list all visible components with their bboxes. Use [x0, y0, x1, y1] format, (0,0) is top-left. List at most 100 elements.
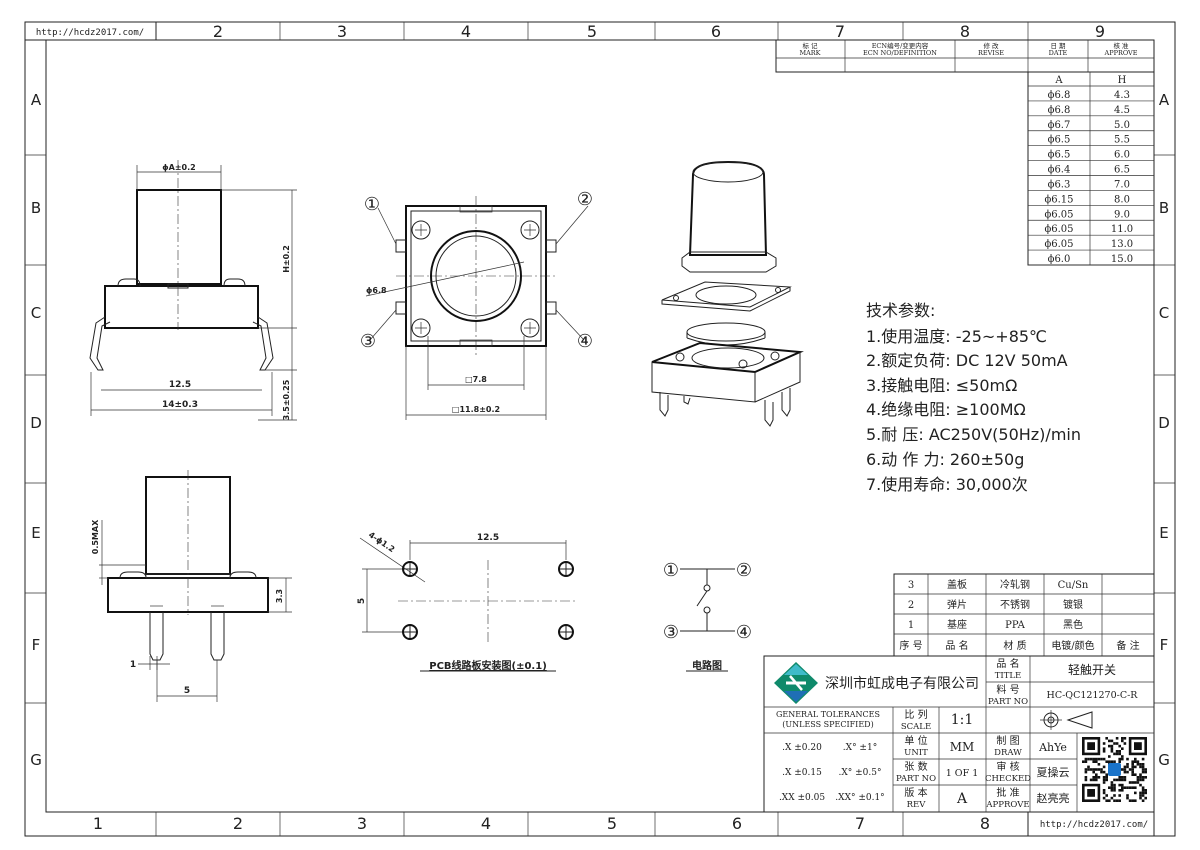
pcb-dim-12-5: 12.5: [477, 533, 499, 543]
dim-5: 5: [184, 686, 190, 696]
pin-1-label-circuit: ①: [663, 560, 679, 581]
bom-h-remark: 备 注: [1116, 639, 1139, 652]
row-D-right: D: [1158, 414, 1170, 432]
bom-table: 3 盖板 冷轧钢 Cu/Sn 2 弹片 不锈钢 镀银 1 基座 PPA 黑色 序…: [893, 573, 1155, 657]
bom-h-finish: 电镀/颜色: [1051, 639, 1094, 652]
pin-3-label-circuit: ③: [663, 622, 679, 643]
sheet-frame: http://hcdz2017.com/ http://hcdz2017.com…: [24, 21, 1176, 837]
tol-xx-linear: .XX ±0.05: [779, 793, 825, 803]
title-value: 轻触开关: [1068, 663, 1116, 677]
col-3-bottom: 3: [357, 814, 367, 833]
check-label-en: CHECKED: [985, 774, 1031, 784]
dim-phi-6-8: ϕ6.8: [366, 286, 387, 295]
col-2-bottom: 2: [233, 814, 243, 833]
general-tolerance-2: (UNLESS SPECIFIED): [782, 720, 873, 729]
dim-12-5-side: 12.5: [169, 380, 191, 390]
col-5-bottom: 5: [607, 814, 617, 833]
height-table-cell-A: ϕ6.05: [1044, 239, 1073, 250]
draw-label-cn: 制 图: [996, 734, 1019, 747]
row-B-right: B: [1159, 199, 1169, 217]
spec-5: 5.耐 压: AC250V(50Hz)/min: [866, 425, 1081, 444]
rev-mark-cn: 标 记: [802, 41, 818, 50]
dim-sq-7-8: □7.8: [465, 375, 487, 384]
approve-value: 赵亮亮: [1037, 791, 1070, 805]
rev-label-en: REV: [907, 800, 927, 810]
col-6-bottom: 6: [732, 814, 742, 833]
bom-r2-no: 2: [908, 600, 914, 611]
pin-1-label-top: ①: [364, 194, 380, 215]
scale-label-cn: 比 列: [904, 708, 927, 721]
bom-r3-name: 基座: [947, 618, 967, 631]
height-table-cell-H: 13.0: [1111, 239, 1133, 250]
check-label-cn: 审 核: [996, 760, 1019, 773]
height-table-cell-H: 6.5: [1114, 165, 1130, 176]
pin-2-label-top: ②: [577, 189, 593, 210]
tech-specs: 技术参数: 1.使用温度: -25~+85℃ 2.额定负荷: DC 12V 50…: [866, 301, 1081, 494]
specs-title: 技术参数:: [866, 301, 935, 320]
height-table-header-H: H: [1118, 75, 1127, 86]
row-F-right: F: [1160, 636, 1169, 654]
col-8-top: 8: [960, 22, 970, 41]
tol-x-angle: .X° ±1°: [843, 743, 877, 753]
height-table-cell-A: ϕ6.05: [1044, 224, 1073, 235]
height-table-cell-A: ϕ6.15: [1044, 194, 1073, 205]
rev-date-cn: 日 期: [1050, 42, 1066, 50]
tol-x-linear: .X ±0.20: [782, 743, 822, 753]
height-table-cell-H: 8.0: [1114, 194, 1130, 205]
height-table-cell-A: ϕ6.05: [1044, 209, 1073, 220]
pcb-hole-note: 4-ϕ1.2: [367, 530, 396, 554]
row-A-left: A: [31, 91, 42, 109]
company-logo: [774, 662, 818, 704]
tol-x-linear-2: .X ±0.15: [782, 768, 822, 778]
website-top: http://hcdz2017.com/: [36, 28, 144, 38]
height-table-cell-A: ϕ6.8: [1048, 105, 1071, 116]
row-F-left: F: [32, 636, 41, 654]
col-4-bottom: 4: [481, 814, 491, 833]
spec-4: 4.绝缘电阻: ≥100MΩ: [866, 400, 1026, 419]
height-table-cell-A: ϕ6.5: [1048, 150, 1071, 161]
approve-label-en: APPROVE: [985, 800, 1029, 810]
height-table-cell-H: 11.0: [1111, 224, 1133, 235]
spec-1: 1.使用温度: -25~+85℃: [866, 327, 1047, 346]
rev-mark-en: MARK: [799, 49, 820, 57]
height-table-cell-H: 7.0: [1114, 179, 1130, 190]
col-8-bottom: 8: [980, 814, 990, 833]
height-table-cell-A: ϕ6.8: [1048, 90, 1071, 101]
dim-14: 14±0.3: [162, 400, 198, 410]
unit-label-en: UNIT: [904, 748, 928, 758]
dim-H: H±0.2: [282, 245, 291, 273]
pin-4-label-circuit: ④: [736, 622, 752, 643]
rev-value: A: [956, 791, 968, 807]
partno-label-en: PART NO: [988, 697, 1028, 707]
title-block: 深圳市虹成电子有限公司 品 名 TITLE 轻触开关 料 号 PART NO H…: [763, 655, 1155, 813]
row-C-right: C: [1159, 304, 1169, 322]
qr-code-icon: [1082, 737, 1147, 802]
row-B-left: B: [31, 199, 41, 217]
spec-3: 3.接触电阻: ≤50mΩ: [866, 376, 1017, 395]
row-E-right: E: [1159, 524, 1168, 542]
dim-3-5: 3.5±0.25: [282, 379, 291, 420]
bom-r3-material: PPA: [1005, 620, 1026, 631]
rev-revise-cn: 修 改: [983, 41, 999, 50]
col-4-top: 4: [461, 22, 471, 41]
spec-6: 6.动 作 力: 260±50g: [866, 450, 1024, 469]
height-table-cell-H: 6.0: [1114, 150, 1130, 161]
col-1-bottom: 1: [93, 814, 103, 833]
col-5-top: 5: [587, 22, 597, 41]
dim-sq-11-8: □11.8±0.2: [452, 405, 500, 414]
bom-r2-material: 不锈钢: [1000, 598, 1030, 611]
title-label-cn: 品 名: [996, 657, 1019, 670]
height-table-cell-H: 4.3: [1114, 90, 1130, 101]
bom-h-name: 品 名: [945, 639, 968, 652]
website-bottom: http://hcdz2017.com/: [1040, 820, 1148, 830]
rev-ecn-cn: ECN编号/变更内容: [872, 41, 929, 50]
partno-label-cn: 料 号: [996, 683, 1019, 696]
height-table-cell-H: 15.0: [1111, 254, 1133, 265]
rev-ecn-en: ECN NO/DEFINITION: [863, 49, 937, 57]
pcb-layout: 12.5 5 4-ϕ1.2 PCB线路板安装图(±0.1): [357, 530, 578, 672]
height-table-cell-H: 5.0: [1114, 120, 1130, 131]
height-table-cell-A: ϕ6.0: [1048, 254, 1071, 265]
general-tolerance-1: GENERAL TOLERANCES: [776, 710, 880, 719]
bom-r1-no: 3: [908, 580, 914, 591]
